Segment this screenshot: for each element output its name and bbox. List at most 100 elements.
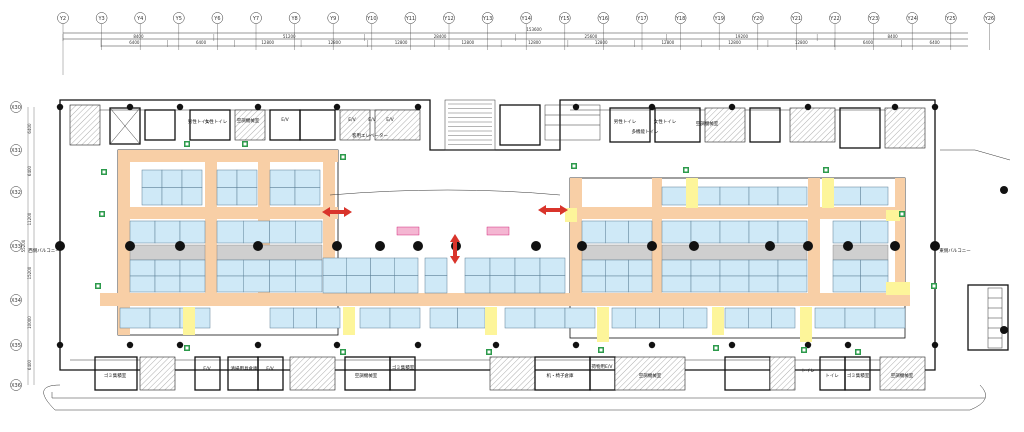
- booth[interactable]: [581, 244, 653, 261]
- booth[interactable]: [504, 307, 536, 329]
- booth[interactable]: [581, 275, 606, 293]
- booth[interactable]: [690, 259, 721, 277]
- booth[interactable]: [269, 259, 296, 277]
- booth[interactable]: [748, 220, 779, 244]
- booth[interactable]: [119, 307, 151, 329]
- booth[interactable]: [216, 220, 244, 244]
- booth[interactable]: [748, 186, 779, 206]
- booth[interactable]: [832, 186, 861, 206]
- booth[interactable]: [293, 307, 317, 329]
- booth[interactable]: [719, 275, 750, 293]
- booth[interactable]: [216, 244, 323, 261]
- booth[interactable]: [216, 259, 244, 277]
- booth[interactable]: [236, 187, 258, 206]
- booth[interactable]: [370, 257, 395, 276]
- booth[interactable]: [269, 187, 296, 206]
- booth[interactable]: [719, 186, 750, 206]
- booth[interactable]: [683, 307, 708, 329]
- booth[interactable]: [844, 307, 876, 329]
- booth[interactable]: [777, 186, 808, 206]
- booth[interactable]: [605, 259, 629, 277]
- booth[interactable]: [581, 259, 606, 277]
- booth[interactable]: [832, 220, 861, 244]
- booth[interactable]: [129, 259, 156, 277]
- booth[interactable]: [874, 307, 906, 329]
- booth[interactable]: [129, 244, 206, 261]
- booth[interactable]: [628, 259, 653, 277]
- booth[interactable]: [269, 307, 294, 329]
- booth[interactable]: [295, 259, 323, 277]
- booth[interactable]: [294, 169, 321, 188]
- booth[interactable]: [269, 220, 296, 244]
- booth[interactable]: [690, 275, 721, 293]
- booth[interactable]: [464, 257, 491, 276]
- booth[interactable]: [179, 259, 206, 277]
- booth[interactable]: [243, 259, 270, 277]
- booth[interactable]: [628, 275, 653, 293]
- booth[interactable]: [661, 220, 692, 244]
- booth[interactable]: [429, 307, 458, 329]
- booth[interactable]: [534, 307, 566, 329]
- booth[interactable]: [269, 169, 296, 188]
- booth[interactable]: [777, 259, 808, 277]
- booth[interactable]: [149, 307, 181, 329]
- booth[interactable]: [719, 220, 750, 244]
- booth[interactable]: [154, 259, 181, 277]
- booth[interactable]: [777, 275, 808, 293]
- booth[interactable]: [635, 307, 660, 329]
- booth[interactable]: [424, 275, 448, 294]
- booth[interactable]: [179, 275, 206, 293]
- booth[interactable]: [457, 307, 486, 329]
- booth[interactable]: [611, 307, 636, 329]
- booth[interactable]: [832, 275, 861, 293]
- booth[interactable]: [514, 257, 541, 276]
- booth[interactable]: [216, 169, 238, 188]
- booth[interactable]: [605, 220, 629, 244]
- booth[interactable]: [628, 220, 653, 244]
- booth[interactable]: [724, 307, 749, 329]
- booth[interactable]: [605, 275, 629, 293]
- booth[interactable]: [154, 220, 181, 244]
- booth[interactable]: [141, 187, 163, 206]
- booth[interactable]: [181, 169, 203, 188]
- booth[interactable]: [464, 275, 491, 294]
- booth[interactable]: [161, 169, 183, 188]
- booth[interactable]: [359, 307, 391, 329]
- booth[interactable]: [236, 169, 258, 188]
- booth[interactable]: [243, 275, 270, 293]
- booth[interactable]: [181, 187, 203, 206]
- booth[interactable]: [129, 220, 156, 244]
- booth[interactable]: [814, 307, 846, 329]
- booth[interactable]: [690, 220, 721, 244]
- booth[interactable]: [661, 275, 692, 293]
- booth[interactable]: [394, 257, 419, 276]
- booth[interactable]: [346, 275, 371, 294]
- booth[interactable]: [489, 275, 516, 294]
- booth[interactable]: [860, 186, 889, 206]
- booth[interactable]: [661, 259, 692, 277]
- booth[interactable]: [539, 275, 566, 294]
- booth[interactable]: [243, 220, 270, 244]
- booth[interactable]: [748, 259, 779, 277]
- booth[interactable]: [394, 275, 419, 294]
- booth[interactable]: [514, 275, 541, 294]
- booth[interactable]: [539, 257, 566, 276]
- booth[interactable]: [294, 187, 321, 206]
- booth[interactable]: [295, 275, 323, 293]
- booth[interactable]: [216, 187, 238, 206]
- booth[interactable]: [748, 275, 779, 293]
- booth[interactable]: [771, 307, 796, 329]
- booth[interactable]: [661, 244, 808, 261]
- booth[interactable]: [161, 187, 183, 206]
- booth[interactable]: [832, 259, 861, 277]
- booth[interactable]: [154, 275, 181, 293]
- booth[interactable]: [564, 307, 596, 329]
- booth[interactable]: [860, 259, 889, 277]
- booth[interactable]: [322, 275, 347, 294]
- booth[interactable]: [424, 257, 448, 276]
- booth[interactable]: [748, 307, 772, 329]
- booth[interactable]: [295, 220, 323, 244]
- booth[interactable]: [370, 275, 395, 294]
- booth[interactable]: [719, 259, 750, 277]
- booth[interactable]: [179, 220, 206, 244]
